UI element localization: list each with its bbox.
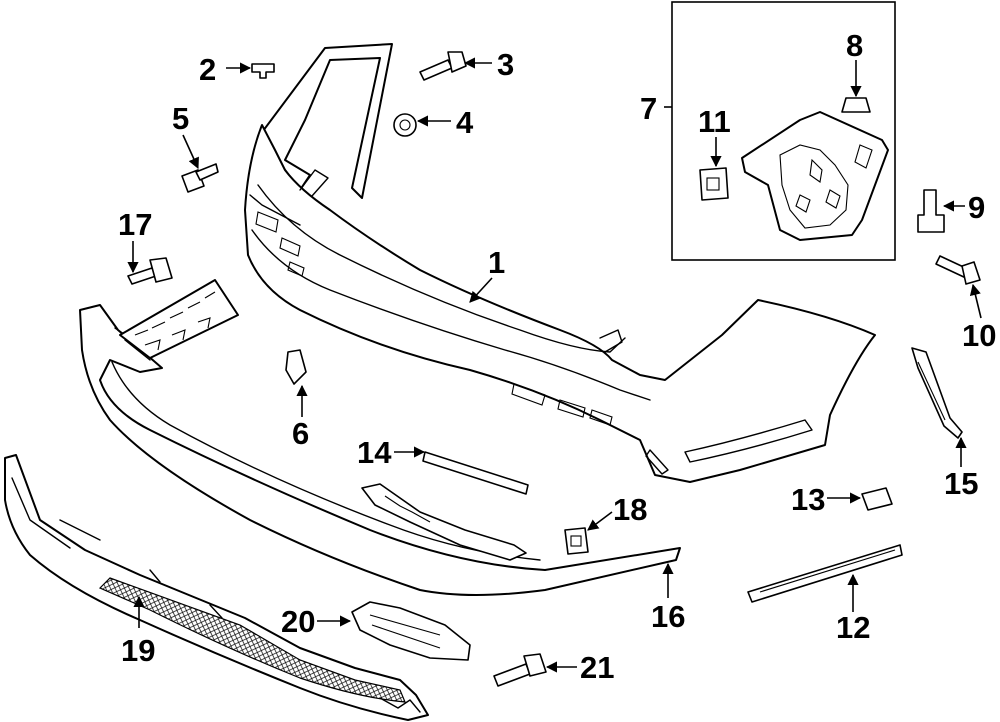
reflector-strip-part bbox=[911, 347, 963, 439]
callout-9: 9 bbox=[968, 190, 985, 225]
inset-box bbox=[671, 1, 896, 261]
callout-11: 11 bbox=[698, 104, 731, 139]
callout-7: 7 bbox=[640, 91, 657, 126]
callout-13: 13 bbox=[791, 482, 825, 517]
callout-5: 5 bbox=[172, 101, 189, 136]
callout-19: 19 bbox=[121, 633, 155, 668]
callout-2: 2 bbox=[199, 52, 216, 87]
callout-3: 3 bbox=[497, 47, 514, 82]
garnish-strip-part bbox=[361, 451, 903, 603]
leader-lines bbox=[127, 57, 982, 673]
lower-valance-part bbox=[79, 304, 681, 596]
callout-21: 21 bbox=[580, 650, 614, 685]
callout-10: 10 bbox=[962, 318, 996, 353]
callout-4: 4 bbox=[456, 105, 474, 140]
bumper-cover-part bbox=[244, 43, 876, 483]
callout-6: 6 bbox=[292, 416, 309, 451]
callout-20: 20 bbox=[281, 604, 315, 639]
callout-12: 12 bbox=[836, 610, 870, 645]
callout-1: 1 bbox=[488, 245, 505, 280]
callout-14: 14 bbox=[357, 435, 392, 470]
callout-17: 17 bbox=[118, 207, 152, 242]
lower-grille-part bbox=[4, 454, 429, 721]
callout-8: 8 bbox=[846, 28, 863, 63]
side-bracket-part bbox=[119, 279, 239, 359]
fastener-hardware bbox=[127, 51, 981, 687]
callout-18: 18 bbox=[613, 492, 647, 527]
callout-15: 15 bbox=[944, 466, 978, 501]
callout-16: 16 bbox=[651, 599, 685, 634]
